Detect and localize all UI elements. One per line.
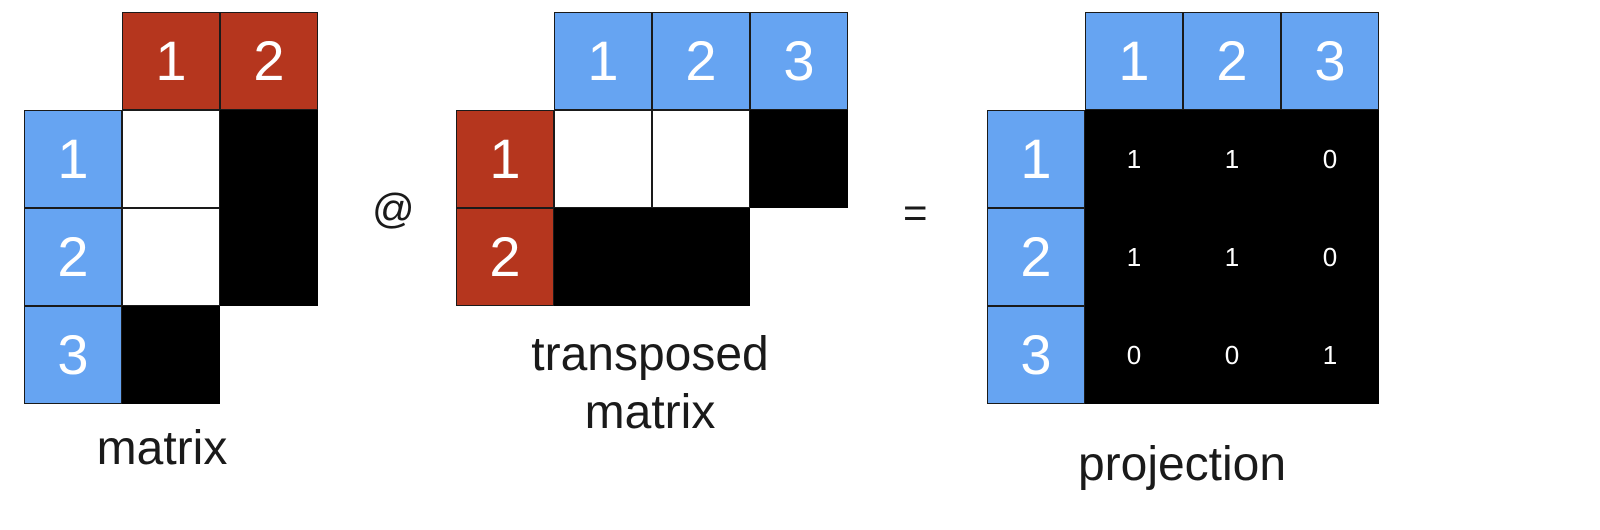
projection-col-header: 2: [1183, 12, 1281, 110]
matrix-row-header: 3: [24, 306, 122, 404]
matrix-row-header: 2: [24, 208, 122, 306]
transposed-cell-black: [554, 208, 652, 306]
matrix-cell-black: [220, 110, 318, 208]
projection-col-header: 3: [1281, 12, 1379, 110]
transposed-col-header: 1: [554, 12, 652, 110]
projection-row-header: 3: [987, 306, 1085, 404]
transposed-col-header: 2: [652, 12, 750, 110]
transposed-cell-black: [652, 208, 750, 306]
projection-cell: 1: [1281, 306, 1379, 404]
matrix-cell-white: [122, 208, 220, 306]
projection-cell: 0: [1183, 306, 1281, 404]
transposed-row-header: 1: [456, 110, 554, 208]
projection-cell: 1: [1085, 110, 1183, 208]
projection-cell: 1: [1183, 208, 1281, 306]
matrix-cell-black: [220, 208, 318, 306]
transposed-row-header: 2: [456, 208, 554, 306]
transposed-label-line2: matrix: [584, 386, 716, 439]
projection-row-header: 2: [987, 208, 1085, 306]
projection-cell: 0: [1281, 110, 1379, 208]
matrix-label: matrix: [96, 422, 228, 475]
matrix-cell-black: [122, 306, 220, 404]
transposed-col-header: 3: [750, 12, 848, 110]
matrix-col-header: 1: [122, 12, 220, 110]
transposed-cell-white: [652, 110, 750, 208]
projection-row-header: 1: [987, 110, 1085, 208]
projection-col-header: 1: [1085, 12, 1183, 110]
projection-label: projection: [1077, 438, 1287, 491]
projection-cell: 1: [1085, 208, 1183, 306]
matrix-row-header: 1: [24, 110, 122, 208]
equals-operator: =: [903, 189, 928, 236]
transposed-cell-black: [750, 110, 848, 208]
matmul-operator: @: [372, 185, 415, 232]
transposed-cell-white: [554, 110, 652, 208]
projection-cell: 0: [1281, 208, 1379, 306]
transposed-label-line1: transposed: [531, 328, 769, 381]
projection-cell: 0: [1085, 306, 1183, 404]
matrix-cell-white: [122, 110, 220, 208]
projection-cell: 1: [1183, 110, 1281, 208]
matrix-col-header: 2: [220, 12, 318, 110]
